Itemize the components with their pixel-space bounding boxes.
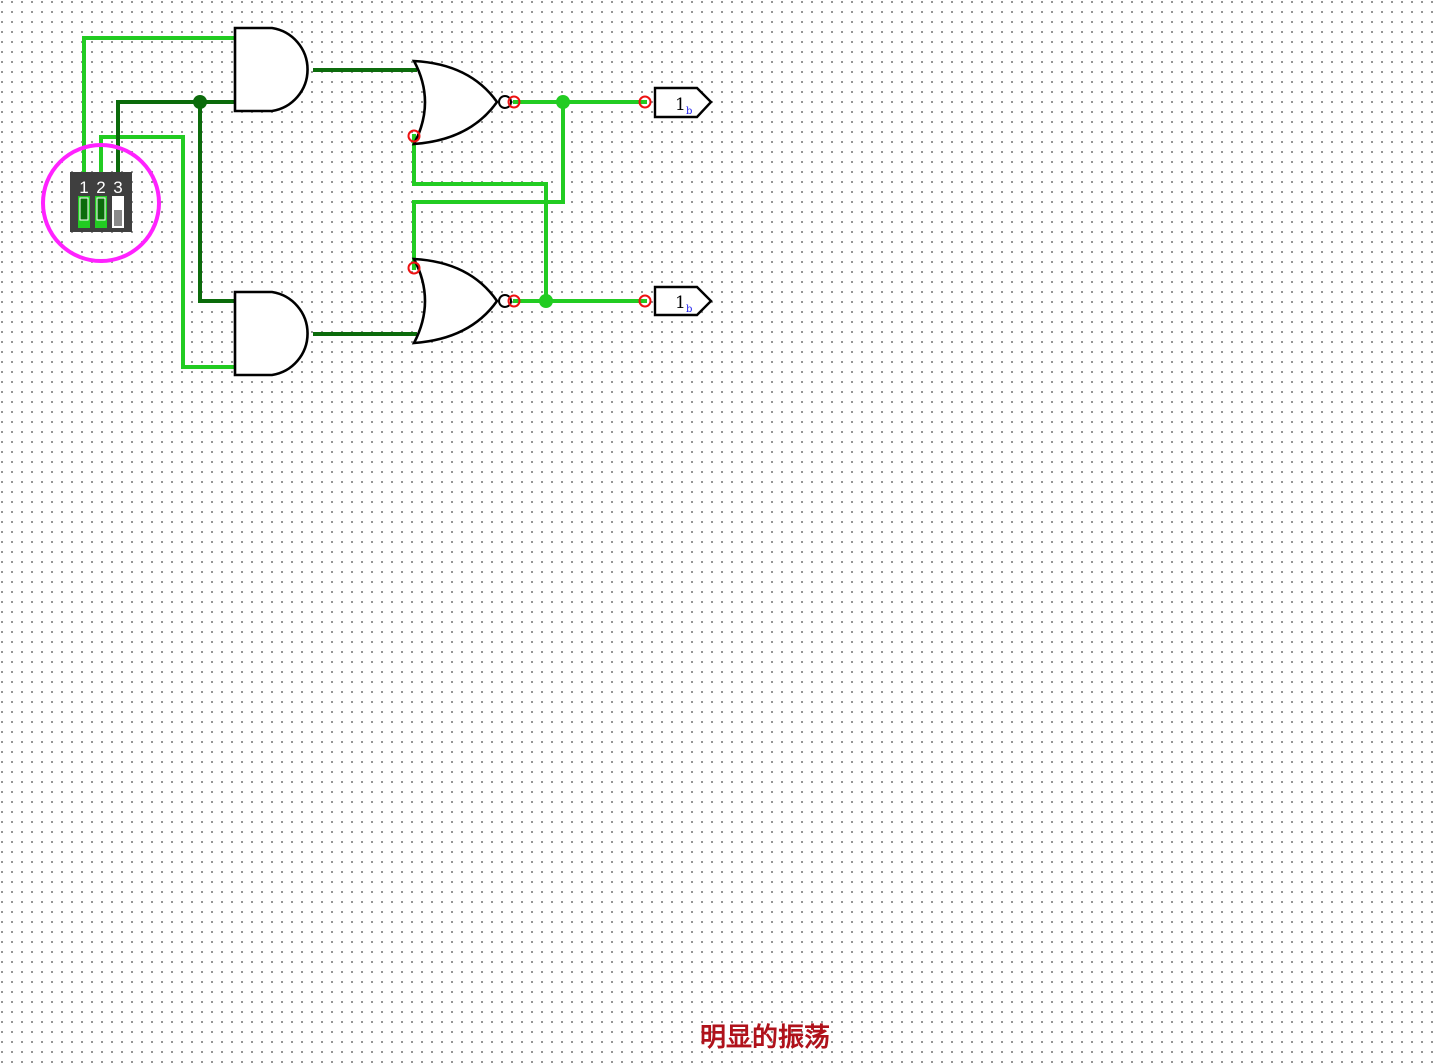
and-gate-top[interactable] <box>233 26 309 113</box>
caption-text: 明显的振荡 <box>700 1023 831 1053</box>
dip-switch[interactable]: 1 2 3 <box>70 172 132 232</box>
wire-switch2-to-and-bottom[interactable] <box>99 135 237 369</box>
dip-switch-label-3: 3 <box>113 178 122 197</box>
pin-probe-bottom <box>638 294 652 308</box>
dip-toggle-2[interactable] <box>95 196 107 228</box>
probe-qbar-base: b <box>686 304 692 315</box>
pin-markers <box>407 95 652 308</box>
dip-switch-label-1: 1 <box>79 178 88 197</box>
junction-qbar <box>539 294 553 308</box>
wire-switch1-to-and-top[interactable] <box>82 36 237 174</box>
wire-feedback-q-to-nor-bottom[interactable] <box>412 100 565 270</box>
and-gate-bottom[interactable] <box>233 290 309 377</box>
junction-q <box>556 95 570 109</box>
probe-q[interactable]: 1 b <box>653 86 713 119</box>
wire-feedback-qbar-to-nor-top[interactable] <box>412 134 548 303</box>
pin-nor-top-in2 <box>407 129 421 143</box>
probe-qbar-body <box>653 285 713 317</box>
highlight-circle <box>41 143 161 263</box>
nor-gate-bottom[interactable] <box>411 257 499 345</box>
probe-q-base: b <box>686 106 692 117</box>
probe-q-body <box>653 86 713 119</box>
dip-toggle-3[interactable] <box>112 196 124 228</box>
pin-nor-top-out <box>507 95 521 109</box>
junction-enable <box>193 95 207 109</box>
wire-enable-to-and-bottom[interactable] <box>198 100 237 303</box>
pin-nor-bottom-out <box>507 294 521 308</box>
wires <box>82 36 647 369</box>
pin-probe-top <box>638 95 652 109</box>
dip-toggle-1[interactable] <box>78 196 90 228</box>
nor-gate-top-bubble <box>498 95 512 109</box>
pin-nor-bottom-in1 <box>407 261 421 275</box>
probe-qbar-value: 1 <box>675 293 686 313</box>
nor-gate-top[interactable] <box>411 59 499 146</box>
probe-q-value: 1 <box>675 95 686 115</box>
dip-switch-label-2: 2 <box>96 178 105 197</box>
probe-qbar[interactable]: 1 b <box>653 285 713 317</box>
nor-gate-bottom-bubble <box>498 294 512 308</box>
